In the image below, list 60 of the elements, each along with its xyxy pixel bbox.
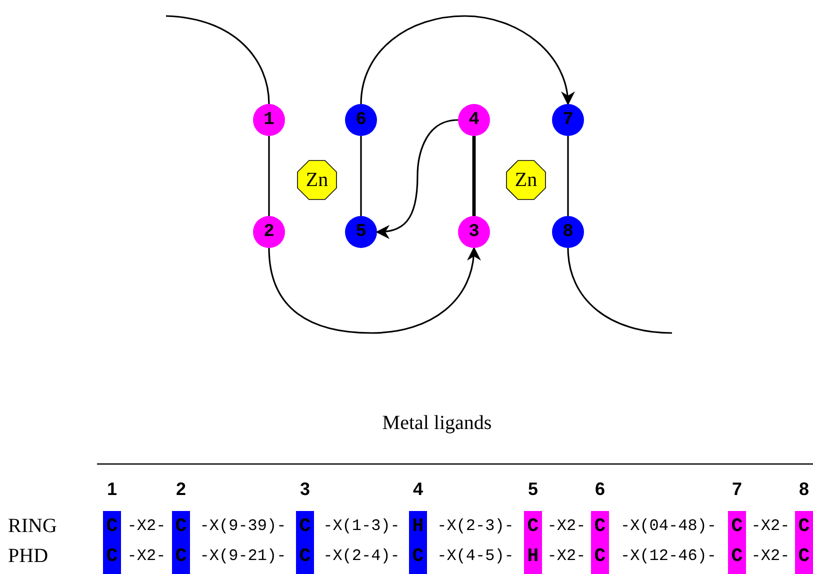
- connector-line: [268, 136, 270, 216]
- connector-line: [567, 136, 569, 216]
- ligand-letter: C: [174, 516, 188, 536]
- column-number: 1: [106, 479, 118, 500]
- column-number: 7: [730, 479, 743, 500]
- zinc-octagon: Zn: [506, 160, 546, 200]
- ligand-letter: C: [298, 516, 312, 536]
- connector-line: [360, 136, 362, 216]
- spacer-text: -X2-: [750, 516, 791, 536]
- column-number: 5: [526, 479, 539, 500]
- ligand-letter: C: [730, 516, 744, 536]
- ligand-letter: H: [411, 516, 425, 536]
- spacer-text: -X(12-46)-: [619, 546, 718, 566]
- ligand-circle: 1: [253, 104, 285, 136]
- ligand-circle: 5: [345, 216, 377, 248]
- row-label: RING: [8, 514, 57, 538]
- ligand-letter: C: [797, 516, 811, 536]
- spacer-text: -X(2-3)-: [436, 516, 515, 536]
- ligand-letter: C: [526, 516, 540, 536]
- ligand-circle: 7: [552, 104, 584, 136]
- ligand-circle: 3: [458, 216, 490, 248]
- ligand-circle: 6: [345, 104, 377, 136]
- connector-line: [567, 248, 672, 334]
- heading: Metal ligands: [381, 412, 493, 435]
- ligand-letter: C: [593, 546, 607, 566]
- spacer-text: -X2-: [546, 546, 587, 566]
- spacer-text: -X(4-5)-: [436, 546, 515, 566]
- connector-line: [472, 136, 476, 216]
- spacer-text: -X2-: [126, 546, 167, 566]
- spacer-text: -X(9-21)-: [198, 546, 288, 566]
- ligand-letter: C: [593, 516, 607, 536]
- ligand-letter: C: [298, 546, 312, 566]
- spacer-text: -X2-: [126, 516, 167, 536]
- column-number: 3: [298, 479, 311, 500]
- spacer-text: -X2-: [750, 546, 791, 566]
- ligand-letter: C: [105, 546, 119, 566]
- column-number: 8: [798, 479, 810, 500]
- ligand-circle: 8: [552, 216, 584, 248]
- ligand-circle: 4: [458, 104, 490, 136]
- zinc-octagon: Zn: [297, 160, 337, 200]
- arrow: [376, 119, 458, 239]
- ligand-letter: C: [730, 546, 744, 566]
- row-label: PHD: [8, 544, 48, 568]
- column-number: 2: [174, 479, 187, 500]
- arrow: [268, 246, 480, 334]
- spacer-text: -X(2-4)-: [322, 546, 401, 566]
- ligand-letter: H: [526, 546, 540, 566]
- spacer-text: -X2-: [546, 516, 587, 536]
- spacer-text: -X(1-3)-: [322, 516, 401, 536]
- connector-line: [166, 15, 270, 104]
- ligand-letter: C: [797, 546, 811, 566]
- arrow: [360, 15, 574, 106]
- ligand-letter: C: [174, 546, 188, 566]
- ligand-circle: 2: [253, 216, 285, 248]
- column-number: 6: [594, 479, 606, 500]
- spacer-text: -X(9-39)-: [198, 516, 288, 536]
- ligand-letter: C: [105, 516, 119, 536]
- ligand-letter: C: [411, 546, 425, 566]
- column-number: 4: [412, 479, 424, 500]
- spacer-text: -X(04-48)-: [619, 516, 718, 536]
